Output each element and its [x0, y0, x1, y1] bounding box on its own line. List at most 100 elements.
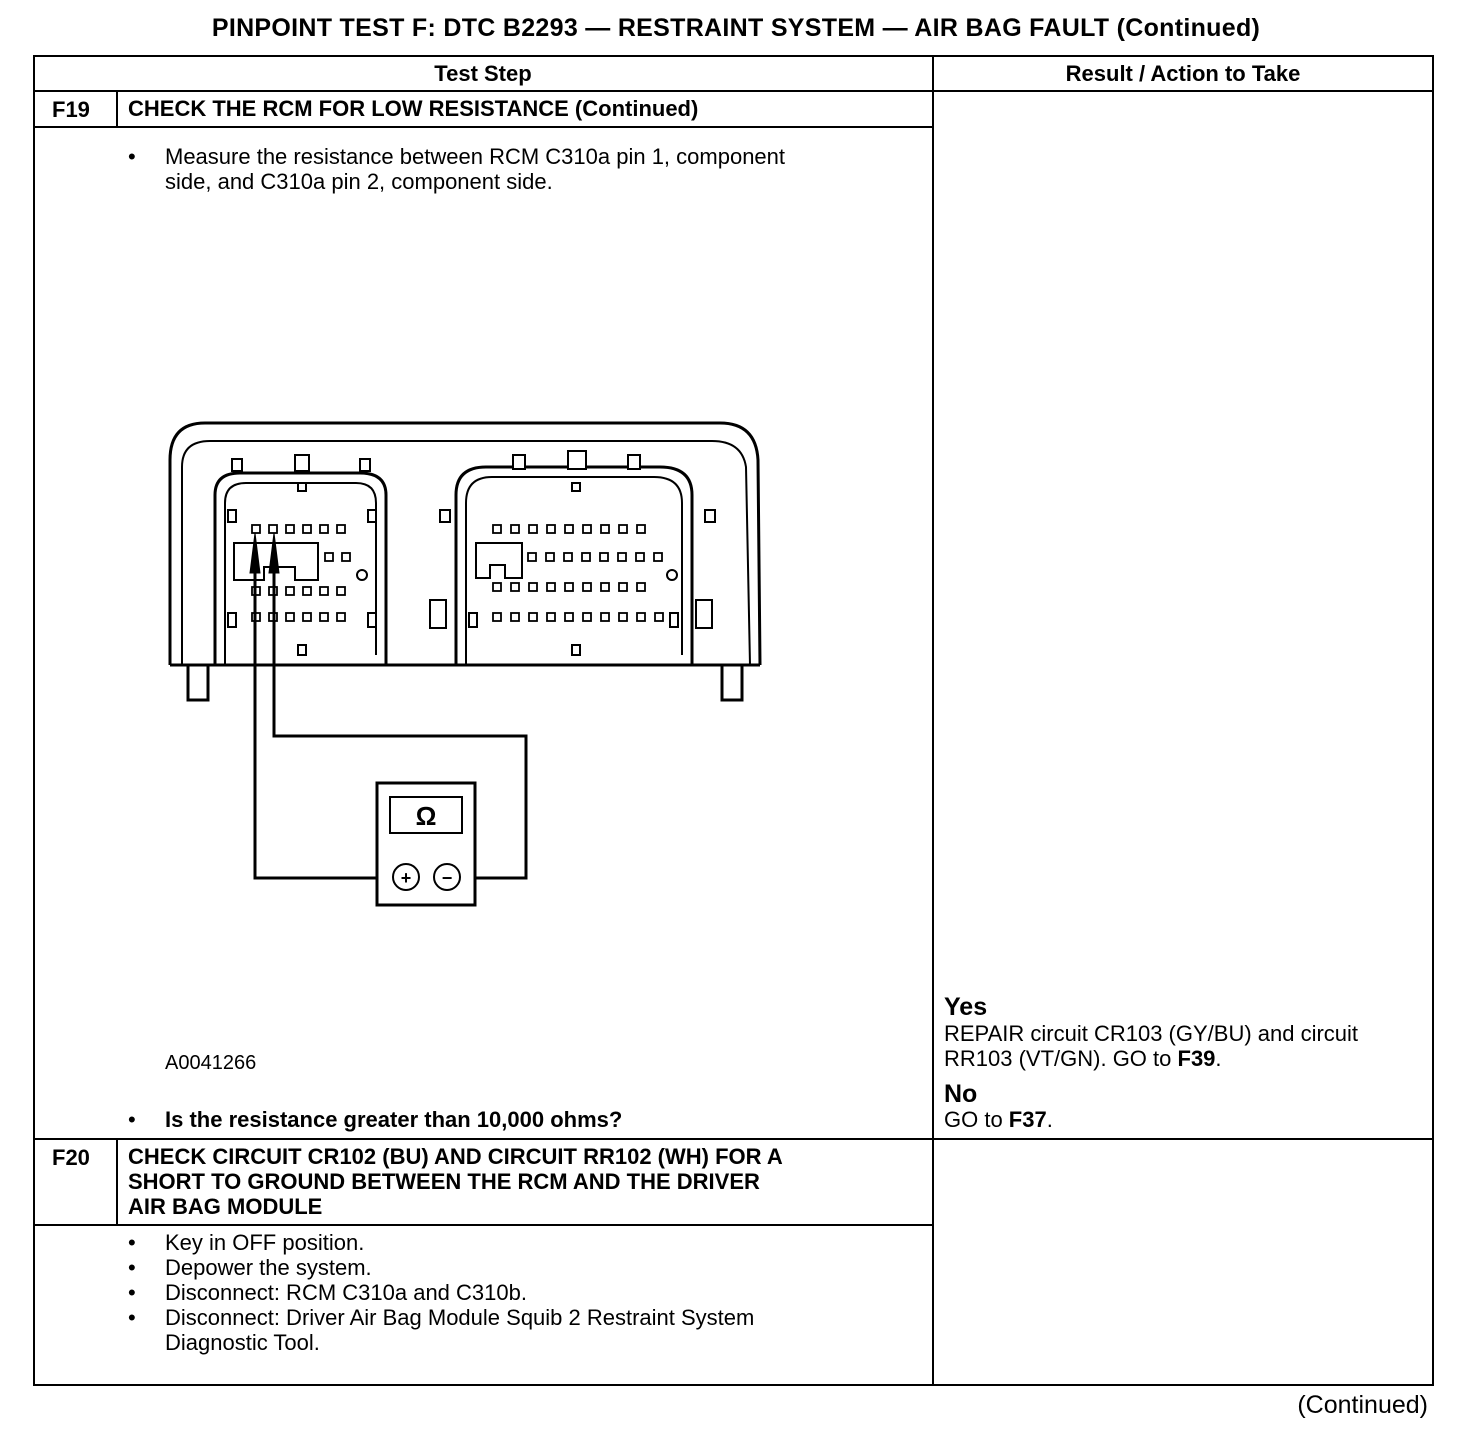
yes-goto-ref[interactable]: F39	[1177, 1046, 1216, 1071]
connector-pin	[617, 552, 627, 562]
connector-pin	[285, 586, 295, 596]
connector-pin	[492, 524, 502, 534]
connector-pin	[653, 552, 663, 562]
f20-instruction: Disconnect: RCM C310a and C310b.	[165, 1280, 527, 1305]
connector-pin	[492, 582, 502, 592]
step-title-f20-line3: AIR BAG MODULE	[128, 1194, 323, 1219]
f19-instruction-line2: side, and C310a pin 2, component side.	[165, 169, 553, 194]
connector-pin	[635, 552, 645, 562]
connector-pin	[336, 586, 346, 596]
bullet: •	[128, 144, 136, 169]
connector-pin	[546, 612, 556, 622]
connector-pin	[319, 524, 329, 534]
step-id-f19: F19	[52, 97, 90, 122]
step-id-f20: F20	[52, 1145, 90, 1170]
connector-pin	[636, 612, 646, 622]
f20-title-divider	[33, 1224, 933, 1226]
rcm-connector-diagram: Ω + −	[168, 421, 762, 907]
connector-pin	[302, 586, 312, 596]
connector-pin	[319, 586, 329, 596]
connector-pin	[545, 552, 555, 562]
f19-question: Is the resistance greater than 10,000 oh…	[165, 1107, 623, 1132]
yes-action-line2: RR103 (VT/GN). GO to F39.	[944, 1046, 1222, 1071]
connector-pin	[564, 612, 574, 622]
no-action-suffix: .	[1046, 1107, 1053, 1132]
bullet: •	[128, 1230, 136, 1255]
bullet: •	[128, 1305, 136, 1330]
figure-id: A0041266	[165, 1052, 257, 1074]
yes-action-suffix: .	[1215, 1046, 1222, 1071]
connector-pin	[528, 612, 538, 622]
header-test-step: Test Step	[434, 61, 532, 86]
no-action-text: GO to	[944, 1107, 1009, 1132]
step-id-divider-f19	[116, 90, 118, 128]
connector-pin	[600, 612, 610, 622]
connector-pin	[563, 552, 573, 562]
connector-pin	[599, 552, 609, 562]
step-title-f20-line1: CHECK CIRCUIT CR102 (BU) AND CIRCUIT RR1…	[128, 1144, 783, 1169]
header-divider	[33, 90, 1434, 92]
bullet: •	[128, 1255, 136, 1280]
plus-terminal: +	[401, 868, 412, 888]
connector-pin	[510, 582, 520, 592]
connector-pin	[618, 612, 628, 622]
continued-label: (Continued)	[1297, 1391, 1428, 1419]
f20-instruction: Disconnect: Driver Air Bag Module Squib …	[165, 1305, 755, 1330]
connector-pin	[341, 552, 351, 562]
connector-pin	[546, 524, 556, 534]
step-title-f20-line2: SHORT TO GROUND BETWEEN THE RCM AND THE …	[128, 1169, 760, 1194]
yes-action-text: RR103 (VT/GN). GO to	[944, 1046, 1178, 1071]
f19-instruction-line1: Measure the resistance between RCM C310a…	[165, 144, 786, 169]
connector-pin	[582, 524, 592, 534]
yes-label: Yes	[944, 993, 988, 1021]
column-divider	[932, 55, 934, 1386]
no-action: GO to F37.	[944, 1107, 1053, 1132]
connector-pin	[285, 612, 295, 622]
yes-action-line1: REPAIR circuit CR103 (GY/BU) and circuit	[944, 1021, 1359, 1046]
connector-pin	[527, 552, 537, 562]
connector-pin	[546, 582, 556, 592]
no-label: No	[944, 1080, 978, 1108]
connector-pin	[618, 582, 628, 592]
f20-instruction: Depower the system.	[165, 1255, 372, 1280]
connector-pin	[510, 612, 520, 622]
connector-pin	[251, 524, 261, 534]
step-title-f19: CHECK THE RCM FOR LOW RESISTANCE (Contin…	[128, 96, 699, 121]
connector-pin	[618, 524, 628, 534]
step-id-divider-f20	[116, 1138, 118, 1226]
connector-pin	[528, 524, 538, 534]
connector-pin	[564, 582, 574, 592]
connector-pin	[581, 552, 591, 562]
connector-pin	[510, 524, 520, 534]
connector-pin	[492, 612, 502, 622]
connector-pin	[654, 612, 664, 622]
connector-pin	[600, 524, 610, 534]
connector-pin	[319, 612, 329, 622]
connector-pin	[582, 582, 592, 592]
page-title: PINPOINT TEST F: DTC B2293 — RESTRAINT S…	[211, 14, 1261, 42]
connector-pin	[528, 582, 538, 592]
connector-pin	[302, 612, 312, 622]
connector-pin	[564, 524, 574, 534]
connector-pin	[582, 612, 592, 622]
f19-f20-divider	[33, 1138, 1434, 1140]
bullet: •	[128, 1107, 136, 1132]
header-result: Result / Action to Take	[1065, 61, 1301, 86]
connector-pin	[268, 524, 278, 534]
connector-pin	[600, 582, 610, 592]
ohm-symbol: Ω	[416, 801, 437, 831]
connector-pin	[336, 612, 346, 622]
minus-terminal: −	[442, 868, 453, 888]
pinpoint-test-table	[33, 55, 1434, 1386]
connector-pin	[636, 524, 646, 534]
f19-title-divider	[33, 126, 933, 128]
connector-pin	[336, 524, 346, 534]
connector-pin	[324, 552, 334, 562]
no-goto-ref[interactable]: F37	[1008, 1107, 1047, 1132]
connector-pin	[302, 524, 312, 534]
bullet: •	[128, 1280, 136, 1305]
f20-instruction: Key in OFF position.	[165, 1230, 365, 1255]
connector-pin	[636, 582, 646, 592]
f20-instruction: Diagnostic Tool.	[165, 1330, 320, 1355]
connector-pin	[285, 524, 295, 534]
